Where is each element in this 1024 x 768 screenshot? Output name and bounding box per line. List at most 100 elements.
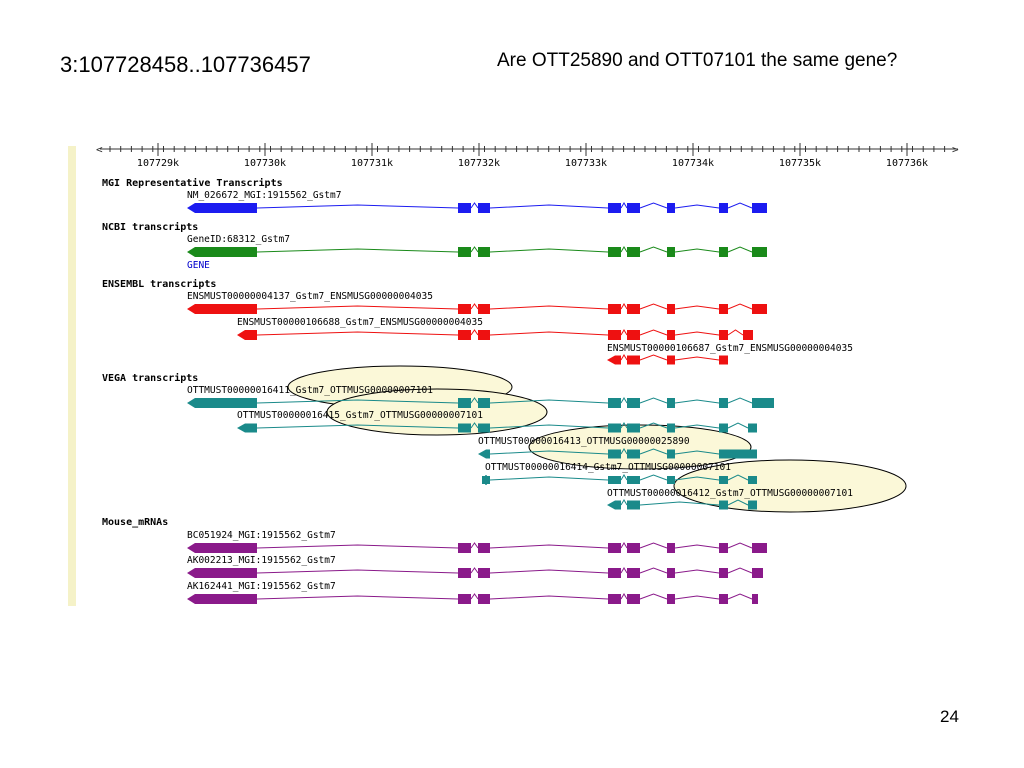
intron-line bbox=[620, 329, 628, 336]
transcript-glyph-mouse[interactable] bbox=[187, 593, 758, 604]
transcript-label[interactable]: AK162441_MGI:1915562_Gstm7 bbox=[187, 581, 336, 592]
exon-block bbox=[667, 355, 675, 365]
exon-block bbox=[667, 304, 675, 314]
transcript-glyph-ensembl[interactable] bbox=[187, 303, 767, 314]
exon-block bbox=[478, 330, 490, 340]
transcript-label[interactable]: NM_026672_MGI:1915562_Gstm7 bbox=[187, 190, 341, 201]
ruler-tick-label: 107733k bbox=[565, 158, 607, 169]
exon-block bbox=[743, 330, 753, 340]
transcript-glyph-vega[interactable] bbox=[482, 474, 757, 485]
intron-line bbox=[256, 331, 459, 336]
intron-line bbox=[639, 422, 668, 429]
exon-block bbox=[667, 330, 675, 340]
exon-block bbox=[608, 247, 621, 257]
transcript-label[interactable]: GeneID:68312_Gstm7 bbox=[187, 234, 290, 245]
exon-block bbox=[608, 594, 621, 604]
exon-block bbox=[627, 449, 640, 459]
exon-block bbox=[752, 543, 767, 553]
intron-line bbox=[727, 499, 749, 506]
exon-block bbox=[719, 398, 728, 408]
transcript-label[interactable]: OTTMUST00000016414_Gstm7_OTTMUSG00000007… bbox=[485, 462, 731, 473]
intron-line bbox=[727, 567, 753, 574]
transcript-glyph-ncbi[interactable] bbox=[187, 246, 767, 257]
transcript-glyph-vega[interactable] bbox=[607, 499, 757, 510]
exon-block bbox=[478, 398, 490, 408]
slide-title: 3:107728458..107736457 bbox=[60, 52, 311, 77]
ruler-left-arrow: < bbox=[96, 143, 103, 156]
intron-line bbox=[727, 246, 753, 253]
exon-block bbox=[458, 247, 471, 257]
transcript-glyph-mouse[interactable] bbox=[187, 542, 767, 553]
transcript-label[interactable]: ENSMUST00000004137_Gstm7_ENSMUSG00000004… bbox=[187, 291, 433, 302]
exon-block bbox=[627, 304, 640, 314]
exon-block-start-arrow bbox=[607, 355, 621, 365]
exon-block-start-arrow bbox=[187, 543, 257, 553]
exon-block bbox=[627, 543, 640, 553]
transcript-glyph-ensembl[interactable] bbox=[237, 329, 753, 340]
exon-block bbox=[748, 500, 757, 510]
exon-block bbox=[478, 568, 490, 578]
transcript-label[interactable]: BC051924_MGI:1915562_Gstm7 bbox=[187, 530, 336, 541]
transcript-label[interactable]: OTTMUST00000016413_OTTMUSG00000025890 bbox=[478, 436, 690, 447]
transcript-label[interactable]: OTTMUST00000016411_Gstm7_OTTMUSG00000007… bbox=[187, 385, 433, 396]
track-title-mgi: MGI Representative Transcripts bbox=[102, 177, 283, 189]
exon-block bbox=[719, 543, 728, 553]
intron-line bbox=[256, 305, 459, 310]
transcript-label[interactable]: AK002213_MGI:1915562_Gstm7 bbox=[187, 555, 336, 566]
exon-block bbox=[719, 423, 728, 433]
intron-line bbox=[639, 397, 668, 404]
exon-block bbox=[667, 594, 675, 604]
intron-line bbox=[727, 329, 744, 336]
ruler-tick-label: 107735k bbox=[779, 158, 821, 169]
exon-block-start-arrow bbox=[187, 203, 257, 213]
intron-line bbox=[727, 474, 749, 481]
transcript-glyph-vega[interactable] bbox=[237, 422, 757, 433]
intron-line bbox=[674, 331, 720, 336]
transcript-glyph-mgi[interactable] bbox=[187, 202, 767, 213]
exon-block-start-arrow bbox=[187, 594, 257, 604]
transcript-label[interactable]: OTTMUST00000016415_Gstm7_OTTMUSG00000007… bbox=[237, 410, 483, 421]
intron-line bbox=[489, 544, 609, 549]
exon-block bbox=[458, 543, 471, 553]
exon-block bbox=[667, 203, 675, 213]
transcript-glyph-mouse[interactable] bbox=[187, 567, 763, 578]
exon-block bbox=[608, 449, 621, 459]
intron-line bbox=[674, 356, 720, 361]
exon-block bbox=[458, 594, 471, 604]
transcript-glyph-ensembl[interactable] bbox=[607, 354, 728, 365]
exon-block bbox=[719, 594, 728, 604]
intron-line bbox=[470, 422, 479, 429]
intron-line bbox=[620, 397, 628, 404]
exon-block bbox=[608, 543, 621, 553]
transcript-glyph-vega[interactable] bbox=[187, 397, 774, 408]
intron-line bbox=[470, 202, 479, 209]
exon-block-start-arrow bbox=[607, 500, 621, 510]
exon-block-start-arrow bbox=[187, 568, 257, 578]
exon-block bbox=[458, 423, 471, 433]
exon-block bbox=[478, 423, 490, 433]
transcript-label[interactable]: ENSMUST00000106688_Gstm7_ENSMUSG00000004… bbox=[237, 317, 483, 328]
exon-block bbox=[458, 304, 471, 314]
transcript-label[interactable]: OTTMUST00000016412_Gstm7_OTTMUSG00000007… bbox=[607, 488, 853, 499]
intron-line bbox=[639, 448, 668, 455]
exon-block bbox=[667, 398, 675, 408]
intron-line bbox=[727, 593, 753, 600]
exon-block bbox=[667, 423, 675, 433]
highlight-ellipse bbox=[673, 459, 907, 513]
exon-block bbox=[719, 568, 728, 578]
intron-line bbox=[489, 204, 609, 209]
intron-line bbox=[639, 303, 668, 310]
ruler-tick-label: 107729k bbox=[137, 158, 179, 169]
gene-link[interactable]: GENE bbox=[187, 260, 210, 271]
exon-block bbox=[719, 247, 728, 257]
exon-block bbox=[719, 304, 728, 314]
exon-block bbox=[667, 476, 675, 484]
intron-line bbox=[639, 202, 668, 209]
intron-line bbox=[727, 303, 753, 310]
transcript-glyph-vega[interactable] bbox=[478, 448, 757, 459]
exon-block-start-arrow bbox=[187, 247, 257, 257]
transcript-label[interactable]: ENSMUST00000106687_Gstm7_ENSMUSG00000004… bbox=[607, 343, 853, 354]
exon-block bbox=[627, 500, 640, 510]
ruler-tick-label: 107732k bbox=[458, 158, 500, 169]
